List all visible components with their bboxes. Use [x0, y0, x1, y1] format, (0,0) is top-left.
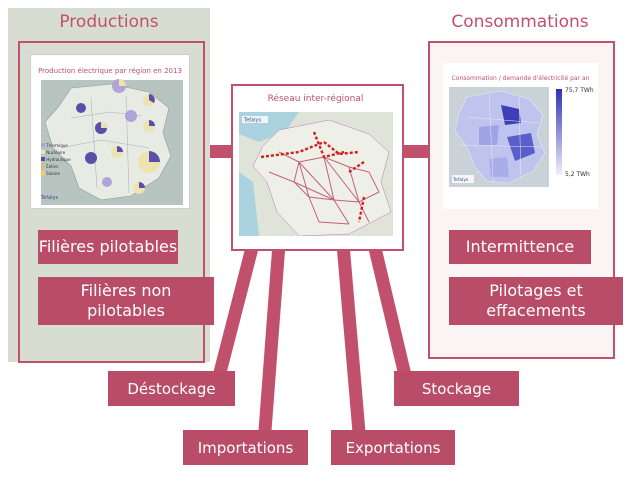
productions-frame — [18, 41, 205, 363]
pilotages-effacements-button[interactable]: Pilotages et effacements — [449, 277, 623, 325]
production-map — [41, 79, 183, 205]
legend-item: Solaire — [41, 171, 60, 176]
reseau-title: Réseau inter-régional — [267, 94, 364, 104]
scale-max-label: 75,7 TWh — [565, 87, 594, 94]
productions-title: Productions — [59, 12, 159, 32]
connector-right — [398, 145, 432, 158]
legend-item: Thermique — [41, 143, 68, 148]
legend-item: Hydraulique — [41, 157, 71, 162]
production-pies — [76, 79, 160, 194]
legend-item: Nucléaire — [41, 150, 65, 155]
consommation-map-card: Consommation / demande d'électricité par… — [443, 63, 598, 209]
france-map-shape — [44, 83, 172, 201]
reseau-map: Tefalys — [239, 112, 393, 236]
connector-stockage — [367, 242, 415, 390]
destockage-button[interactable]: Déstockage — [108, 371, 235, 406]
reseau-logo: Tefalys — [243, 118, 261, 124]
connector-importations — [257, 243, 286, 445]
filieres-pilotables-button[interactable]: Filières pilotables — [38, 230, 178, 264]
consommations-title: Consommations — [451, 12, 589, 32]
scale-min-label: 5,2 TWh — [565, 171, 590, 178]
production-map-title: Production électrique par région en 2013 — [38, 67, 182, 75]
connector-exportations — [336, 243, 367, 445]
consommation-map-title: Consommation / demande d'électricité par… — [451, 75, 590, 82]
consommation-map: Tefalys — [449, 87, 549, 187]
production-map-card: Production électrique par région en 2013… — [30, 54, 190, 209]
connector-destockage — [209, 242, 260, 390]
stockage-button[interactable]: Stockage — [394, 371, 519, 406]
importations-button[interactable]: Importations — [183, 430, 308, 465]
legend-item: Éolien — [41, 164, 58, 169]
consumption-scale — [556, 89, 562, 175]
production-legend: Thermique Nucléaire Hydraulique Éolien S… — [41, 143, 81, 183]
intermittence-button[interactable]: Intermittence — [449, 230, 591, 264]
filieres-non-pilotables-button[interactable]: Filières non pilotables — [38, 277, 214, 325]
exportations-button[interactable]: Exportations — [331, 430, 455, 465]
production-logo: Tefalys — [41, 195, 59, 201]
consommation-logo: Tefalys — [452, 177, 469, 183]
